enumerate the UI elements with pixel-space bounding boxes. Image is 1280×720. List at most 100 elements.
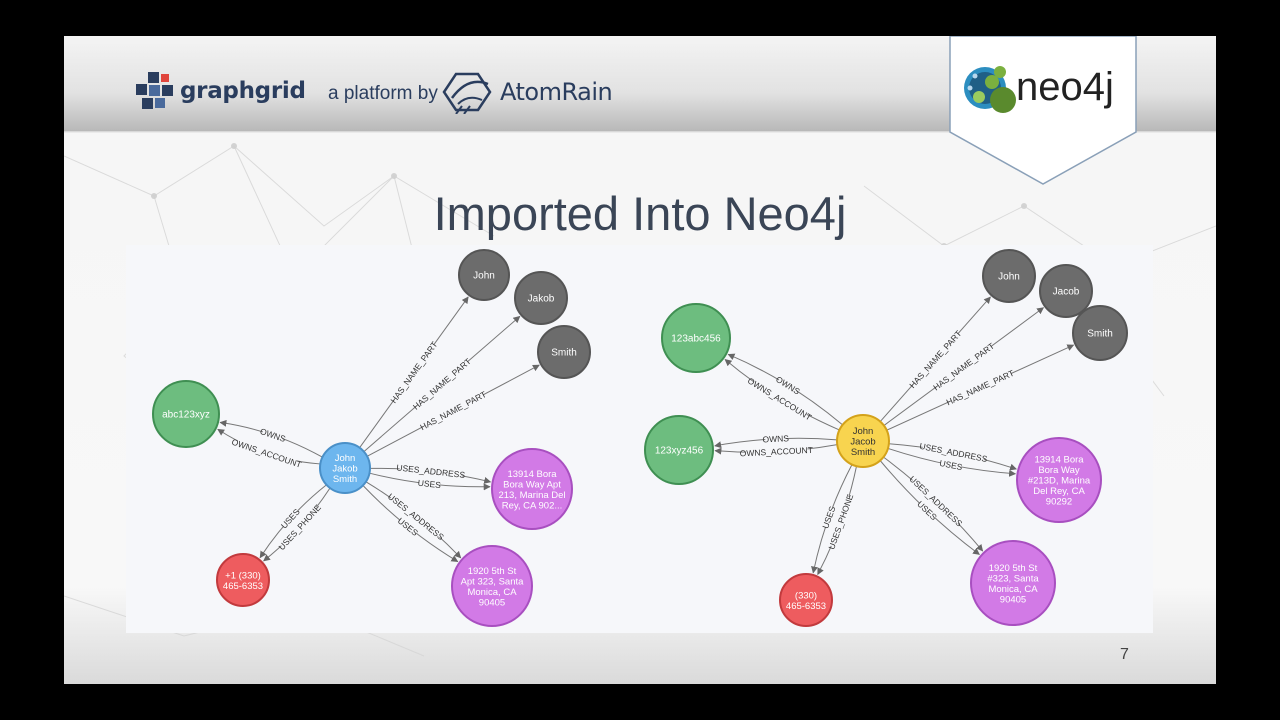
atomrain-wordmark: AtomRain — [500, 78, 613, 106]
node-label: Del Rey, CA — [1033, 486, 1085, 497]
node-label: 465-6353 — [223, 581, 263, 592]
relationship-label-bg — [909, 476, 962, 527]
node-circle[interactable] — [514, 271, 568, 325]
node-label: Bora Way — [1038, 465, 1080, 476]
node-name-part[interactable]: John — [982, 249, 1036, 303]
node-label: Apt 323, Santa — [461, 576, 525, 587]
node-label: (330) — [795, 590, 817, 601]
node-circle[interactable] — [1039, 264, 1093, 318]
node-label: Smith — [851, 447, 875, 458]
relationship-label-bg — [420, 390, 486, 431]
node-label: 1920 5th St — [989, 563, 1038, 574]
node-circle[interactable] — [216, 553, 270, 607]
node-circle[interactable] — [836, 414, 890, 468]
neo4j-logo-icon — [964, 66, 1016, 113]
node-label: 123abc456 — [671, 334, 721, 345]
node-circle[interactable] — [152, 380, 220, 448]
node-label: John — [335, 453, 356, 464]
node-label: 90405 — [479, 597, 505, 608]
node-circle[interactable] — [458, 249, 510, 301]
relationship-label-bg — [390, 341, 438, 403]
node-account[interactable]: 123abc456 — [661, 303, 731, 373]
relationship-label-bg — [921, 441, 985, 464]
graphgrid-logo: graphgrid — [134, 70, 306, 112]
node-circle[interactable] — [537, 325, 591, 379]
page-number: 7 — [1120, 646, 1129, 663]
slide: graphgrid a platform by AtomRain neo4j I… — [64, 36, 1216, 684]
relationship-label-bg — [776, 375, 800, 396]
node-label: John — [998, 272, 1020, 283]
node-label: 13914 Bora — [507, 469, 557, 480]
node-circle[interactable] — [451, 545, 533, 627]
node-label: #323, Santa — [987, 573, 1039, 584]
relationship-label-bg — [820, 505, 838, 529]
node-label: Rey, CA 902... — [502, 500, 563, 511]
relationship-label: USES_ADDRESS — [396, 462, 466, 480]
node-label: Monica, CA — [988, 584, 1038, 595]
relationship-label-bg — [418, 477, 441, 491]
relationship-label-bg — [279, 507, 301, 530]
node-circle[interactable] — [661, 303, 731, 373]
node-label: Monica, CA — [467, 587, 517, 598]
node-label: +1 (330) — [225, 570, 261, 581]
node-label: #213D, Marina — [1028, 476, 1091, 487]
slide-title: Imported Into Neo4j — [433, 187, 847, 240]
node-label: Smith — [1087, 329, 1113, 340]
node-circle[interactable] — [644, 415, 714, 485]
node-label: 123xyz456 — [655, 446, 704, 457]
relationship-label-bg — [909, 330, 962, 388]
relationship-label-bg — [744, 445, 808, 459]
node-name-part[interactable]: Jacob — [1039, 264, 1093, 318]
node-phone[interactable]: +1 (330)465-6353 — [216, 553, 270, 607]
node-label: 465-6353 — [786, 601, 826, 612]
node-circle[interactable] — [319, 442, 371, 494]
node-phone[interactable]: (330)465-6353 — [779, 573, 833, 627]
node-label: Jacob — [850, 437, 875, 448]
relationship-label: OWNS — [259, 426, 288, 444]
node-label: 90292 — [1046, 497, 1072, 508]
edges-layer: HAS_NAME_PARTHAS_NAME_PARTHAS_NAME_PARTO… — [217, 296, 1075, 576]
node-label: John — [853, 426, 874, 437]
atomrain-logo: AtomRain — [442, 70, 613, 114]
relationship-label-bg — [388, 493, 444, 541]
node-name-part[interactable]: Smith — [537, 325, 591, 379]
relationship-label: USES — [939, 458, 964, 472]
node-circle[interactable] — [491, 448, 573, 530]
node-label: 13914 Bora — [1034, 455, 1084, 466]
node-label: John — [473, 271, 495, 282]
relationship-label-bg — [939, 458, 963, 472]
node-circle[interactable] — [970, 540, 1056, 626]
relationship-label-bg — [947, 369, 1013, 407]
relationship-label-bg — [827, 495, 855, 548]
relationship-label-bg — [278, 504, 321, 550]
node-name-part[interactable]: John — [458, 249, 510, 301]
node-account[interactable]: 123xyz456 — [644, 415, 714, 485]
neo4j-wordmark: neo4j — [1016, 65, 1114, 109]
node-label: abc123xyz — [162, 410, 210, 421]
node-label: Smith — [333, 474, 357, 485]
node-label: Smith — [551, 348, 577, 359]
node-circle[interactable] — [1016, 437, 1102, 523]
node-circle[interactable] — [982, 249, 1036, 303]
relationship-label-bg — [396, 516, 420, 538]
node-circle[interactable] — [1072, 305, 1128, 361]
atomrain-mark-icon — [442, 72, 492, 114]
node-account[interactable]: abc123xyz — [152, 380, 220, 448]
graph-canvas: HAS_NAME_PARTHAS_NAME_PARTHAS_NAME_PARTO… — [152, 249, 1128, 627]
node-name-part[interactable]: Smith — [1072, 305, 1128, 361]
node-circle[interactable] — [779, 573, 833, 627]
node-label: 1920 5th St — [468, 566, 517, 577]
relationship-label-bg — [261, 426, 285, 444]
relationship-label: USES — [417, 478, 441, 491]
relationship-label-bg — [235, 438, 298, 468]
relationship-label-bg — [750, 378, 809, 420]
node-name-part[interactable]: Jakob — [514, 271, 568, 325]
platform-by-label: a platform by — [328, 83, 438, 104]
